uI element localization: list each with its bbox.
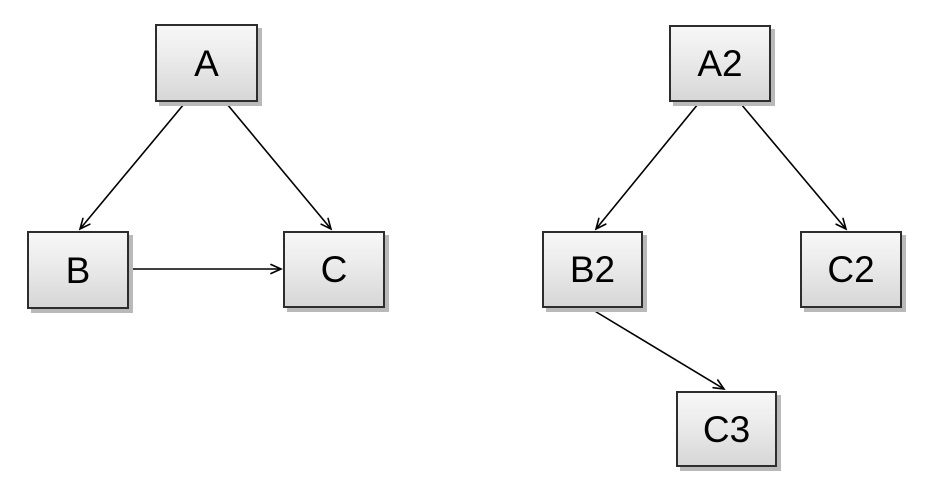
node-B-label: B bbox=[65, 249, 91, 291]
node-C3[interactable]: C3 bbox=[676, 391, 777, 467]
node-C-label: C bbox=[320, 249, 348, 290]
node-C[interactable]: C bbox=[283, 231, 385, 308]
node-A[interactable]: A bbox=[155, 24, 258, 102]
edge-B2-C3 bbox=[592, 309, 726, 391]
edge-A2-C2 bbox=[740, 103, 848, 231]
node-B2[interactable]: B2 bbox=[542, 231, 643, 308]
node-A2[interactable]: A2 bbox=[669, 25, 771, 102]
node-A2-label: A2 bbox=[697, 43, 743, 84]
node-C3-label: C3 bbox=[702, 408, 751, 450]
node-B2-label: B2 bbox=[569, 249, 616, 290]
node-C2-label: C2 bbox=[827, 249, 875, 290]
edge-A-B bbox=[78, 103, 185, 231]
node-B[interactable]: B bbox=[27, 231, 129, 309]
node-C2[interactable]: C2 bbox=[800, 231, 902, 308]
edge-A2-B2 bbox=[594, 103, 699, 231]
node-A-label: A bbox=[194, 42, 219, 84]
edge-A-C bbox=[226, 103, 333, 231]
